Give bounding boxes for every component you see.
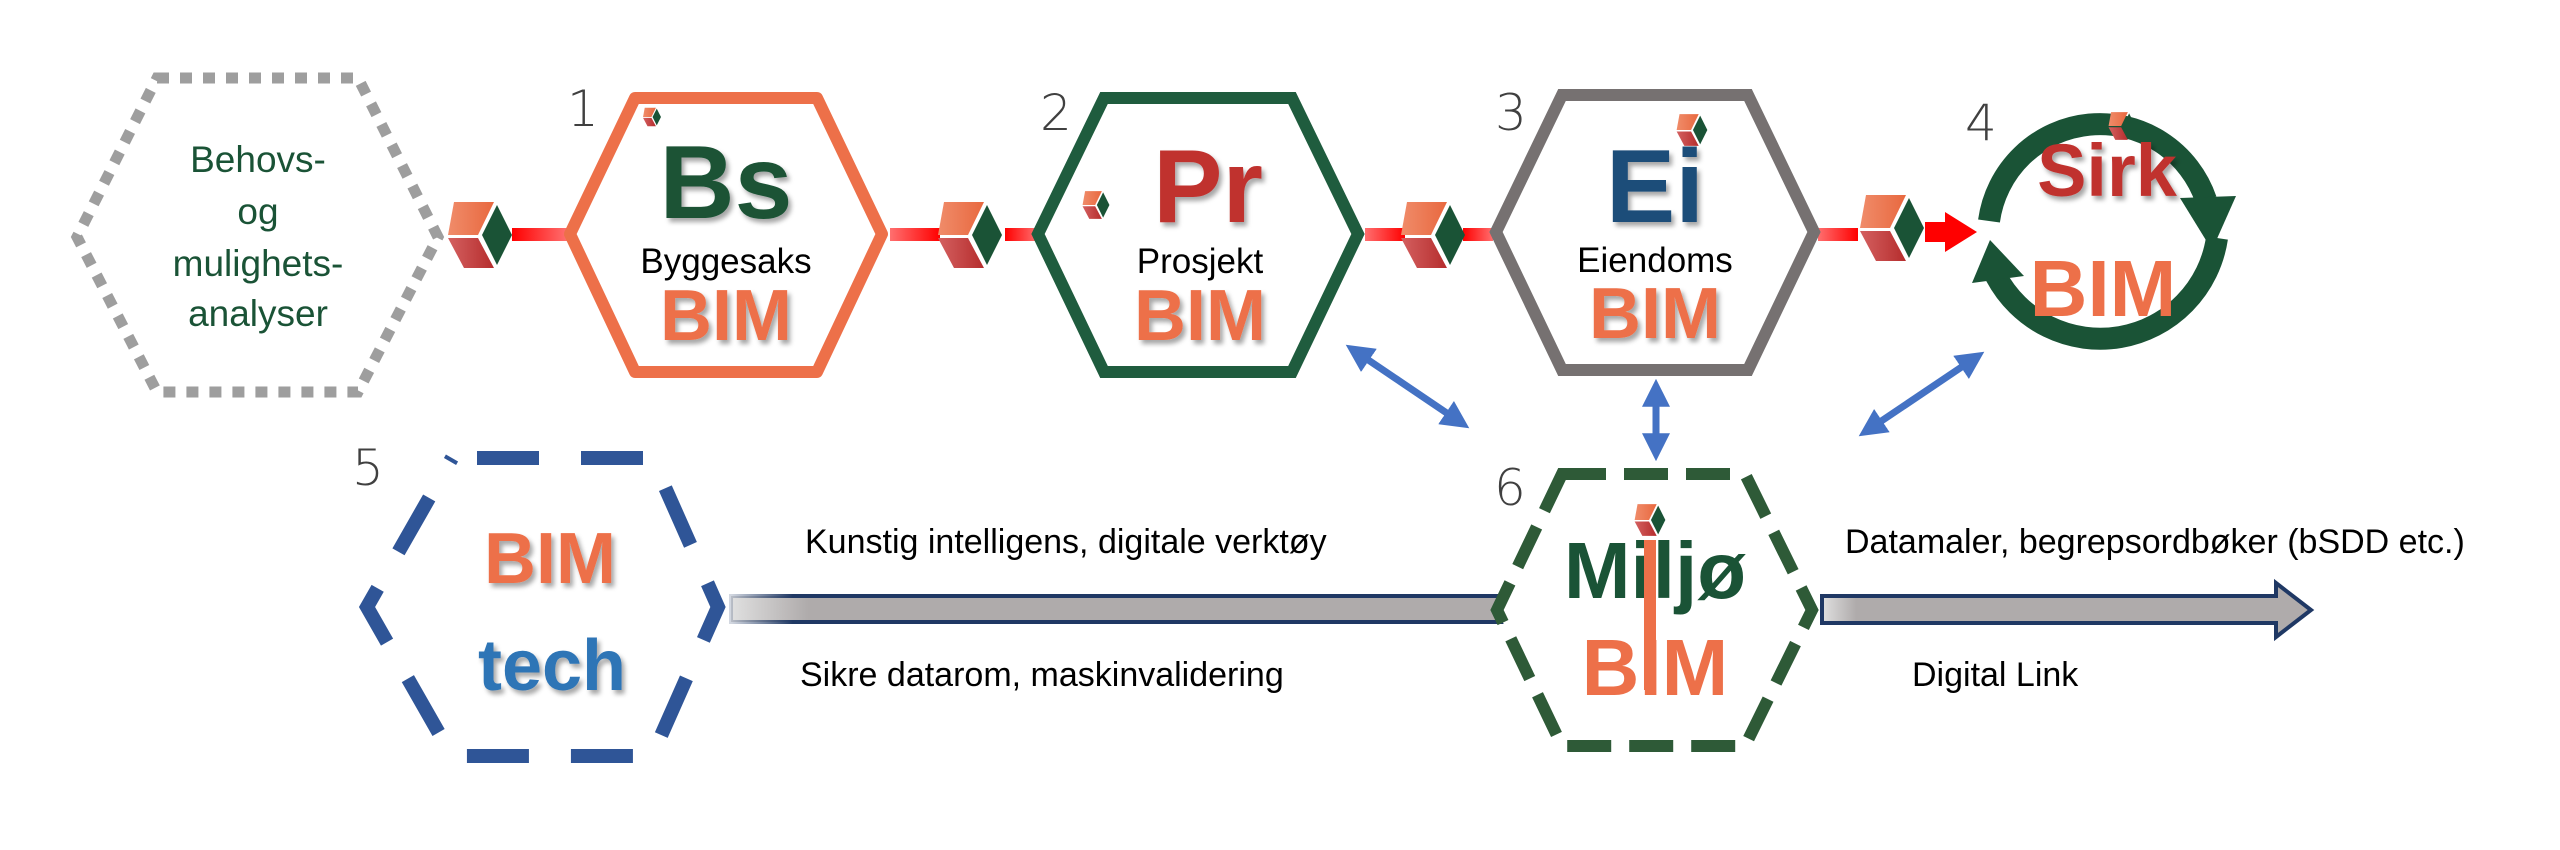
- flow-label-right-bottom: Digital Link: [1912, 656, 2079, 694]
- hexagon-outline: [1489, 89, 1821, 376]
- connector-line-3: [1818, 228, 1858, 241]
- double-headed-arrow-icon: [1345, 344, 1470, 429]
- stage-word: Eiendoms: [1577, 241, 1733, 280]
- connector-line-2a: [1365, 228, 1405, 241]
- pre-stage-line-4: analyser: [188, 293, 328, 334]
- stage-abbr: Sirk: [2037, 129, 2178, 212]
- tech-line-2: tech: [478, 626, 626, 706]
- stage-number: 3: [1495, 84, 1527, 142]
- red-arrow-to-sirk: [1925, 212, 1977, 252]
- connector-line-2b: [1463, 228, 1493, 241]
- bim-cube-icon: [448, 202, 512, 268]
- pre-stage-line-2: og: [237, 191, 278, 232]
- circular-arrows-icon: [1972, 113, 2236, 350]
- dotted-hexagon-outline: [70, 72, 445, 398]
- stage-prosjekt-bim: 2 Pr Prosjekt BIM: [1031, 84, 1365, 378]
- stage-number: 6: [1494, 459, 1526, 517]
- connector-line-0-1: [512, 228, 567, 241]
- stage-sirk-bim: 4 Sirk BIM: [1965, 94, 2236, 350]
- tech-line-1: BIM: [484, 519, 616, 599]
- bim-tech-hexagon: 5 BIM tech: [352, 439, 726, 763]
- miljo-bim-hexagon: 6 Miljø BIM: [1490, 459, 1819, 752]
- stage-word: Prosjekt: [1137, 242, 1264, 281]
- stage-bim: BIM: [2030, 244, 2177, 333]
- flow-arrow-right: [1820, 578, 2315, 642]
- flow-label-left-top: Kunstig intelligens, digitale verktøy: [805, 523, 1327, 561]
- connector-line-1b: [1005, 228, 1037, 241]
- miljo-line-2: BIM: [1582, 623, 1729, 712]
- stage-abbr: Bs: [660, 125, 793, 241]
- pre-stage-line-1: Behovs-: [190, 139, 326, 180]
- stage-abbr: Ei: [1606, 129, 1704, 245]
- stage-number: 1: [567, 80, 599, 138]
- stage-bim: BIM: [660, 276, 792, 356]
- stage-word: Byggesaks: [640, 242, 811, 281]
- flow-label-left-bottom: Sikre datarom, maskinvalidering: [800, 656, 1284, 694]
- miljo-accent-bar: [1644, 540, 1656, 690]
- bim-cube-icon: [1401, 202, 1465, 268]
- dashed-hexagon-outline: [358, 451, 726, 763]
- stage-eiendoms-bim: 3 Ei Eiendoms BIM: [1489, 84, 1821, 376]
- pre-stage-hexagon: Behovs- og mulighets- analyser: [70, 72, 445, 398]
- bim-cube-icon: [938, 202, 1002, 268]
- hexagon-outline: [564, 92, 888, 378]
- flow-label-right-top: Datamaler, begrepsordbøker (bSDD etc.): [1845, 523, 2465, 561]
- stage-byggesaks-bim: 1 Bs Byggesaks BIM: [564, 80, 888, 378]
- stage-abbr: Pr: [1153, 129, 1263, 245]
- stage-bim: BIM: [1134, 276, 1266, 356]
- stage-number: 4: [1965, 94, 1997, 152]
- double-headed-arrow-icon: [1858, 351, 1985, 437]
- stage-number: 2: [1040, 84, 1072, 142]
- stage-number: 5: [352, 439, 384, 497]
- stage-bim: BIM: [1589, 274, 1721, 354]
- bim-cube-icon: [1860, 195, 1924, 261]
- connector-line-1a: [890, 228, 940, 241]
- pre-stage-line-3: mulighets-: [173, 243, 344, 284]
- hexagon-outline: [1031, 92, 1365, 378]
- flow-arrow-left: [729, 594, 1505, 624]
